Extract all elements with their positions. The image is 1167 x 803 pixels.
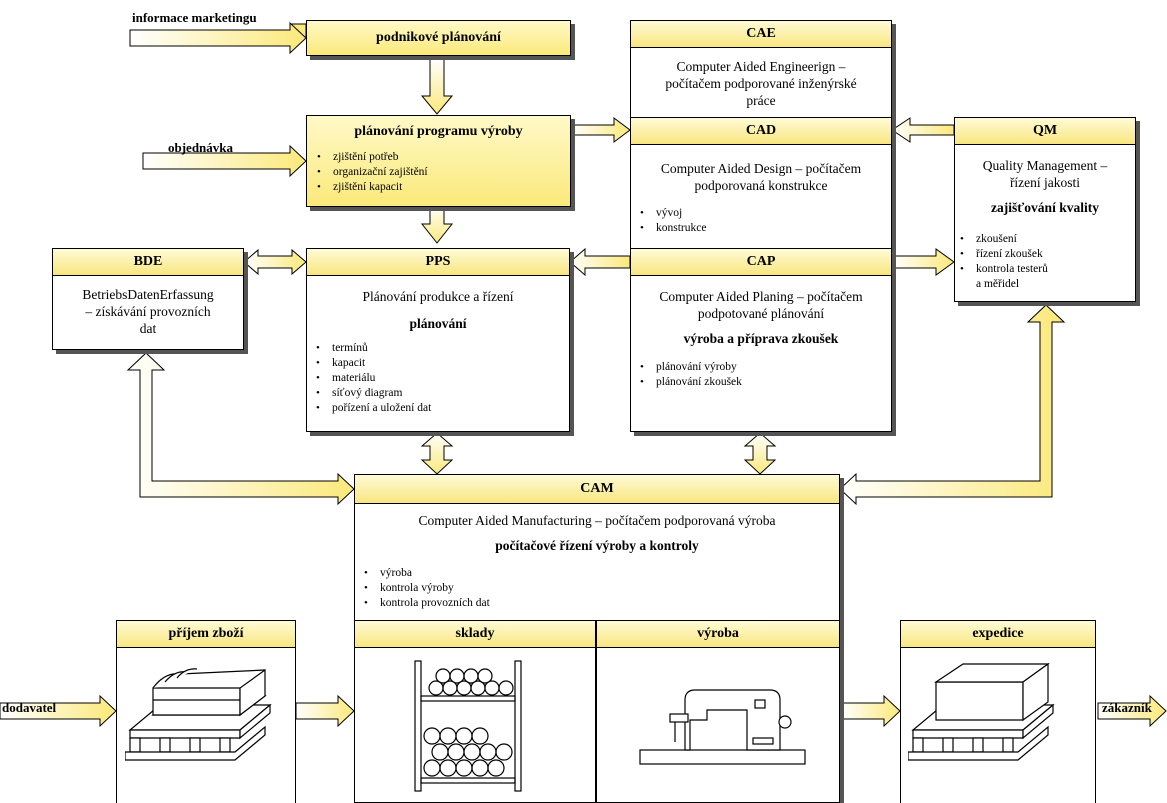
- arrow-supplier: [0, 694, 117, 728]
- pps-header: PPS: [306, 248, 570, 276]
- customer-output-label: zákazník: [1102, 700, 1152, 715]
- qm-header: QM: [954, 117, 1136, 145]
- list-item: kapacit: [316, 356, 431, 371]
- pps-desc-line: Plánování produkce a řízení: [362, 289, 514, 304]
- arrow-cap-pps: [569, 247, 631, 277]
- cae-header: CAE: [630, 20, 892, 48]
- arrow-vyroba-expedice: [839, 694, 901, 728]
- list-item: kontrola výroby: [364, 581, 490, 596]
- list-item: plánování výroby: [640, 360, 742, 375]
- arrow-order: [142, 144, 307, 178]
- list-item: a měřidel: [976, 278, 1020, 290]
- list-item: řízení zkoušek: [960, 247, 1048, 262]
- program-planning-list: zjištění potřeb organizační zajištění zj…: [317, 150, 570, 195]
- arrow-podnikove-ppv: [420, 57, 454, 115]
- cap-desc-line: podpotované plánování: [697, 306, 825, 321]
- cap-subtitle: výroba a příprava zkoušek: [683, 331, 839, 346]
- arrow-cap-qm: [891, 248, 955, 276]
- cap-description: Computer Aided Planing – počítačem podpo…: [630, 288, 892, 347]
- pps-list: termínů kapacit materiálu síťový diagram…: [316, 341, 431, 416]
- production-header: výroba: [596, 620, 840, 648]
- list-item: konstrukce: [640, 221, 706, 236]
- qm-desc-line: Quality Management –: [982, 158, 1108, 173]
- cam-header: CAM: [354, 474, 840, 504]
- cam-list: výroba kontrola výroby kontrola provozní…: [364, 566, 490, 611]
- arrow-bde-cam: [126, 352, 355, 506]
- warehouse-shelf-icon: [414, 660, 522, 792]
- pallet-with-box-icon: [908, 662, 1055, 761]
- cad-list: vývoj konstrukce: [640, 206, 706, 236]
- dispatch-header: expedice: [900, 620, 1096, 648]
- warehouse-header: sklady: [354, 620, 596, 648]
- list-item: kontrola provozních dat: [364, 596, 490, 611]
- bde-description: BetriebsDatenErfassung – získávání provo…: [52, 286, 244, 337]
- arrow-bde-pps: [243, 248, 307, 276]
- list-item: výroba: [364, 566, 490, 581]
- cad-desc-line: podporovaná konstrukce: [694, 178, 828, 193]
- arrow-pps-cam: [420, 432, 454, 475]
- bde-desc-line: BetriebsDatenErfassung: [82, 287, 214, 302]
- qm-description: Quality Management – řízení jakosti zaji…: [954, 157, 1136, 216]
- list-item: pořízení a uložení dat: [316, 401, 431, 416]
- cap-list: plánování výroby plánování zkoušek: [640, 360, 742, 390]
- qm-subtitle: zajišťování kvality: [991, 200, 1099, 215]
- cap-header: CAP: [630, 248, 892, 276]
- cap-desc-line: Computer Aided Planing – počítačem: [659, 289, 863, 304]
- list-item: zjištění kapacit: [317, 180, 570, 195]
- list-item: zjištění potřeb: [317, 150, 570, 165]
- cad-desc-line: Computer Aided Design – počítačem: [660, 161, 862, 176]
- list-item: materiálu: [316, 371, 431, 386]
- list-item: organizační zajištění: [317, 165, 570, 180]
- goods-receipt-header: příjem zboží: [116, 620, 296, 648]
- pps-subtitle: plánování: [409, 316, 467, 331]
- arrow-marketing-body: [129, 21, 307, 55]
- cae-desc-line: Computer Aided Engineerign –: [676, 59, 846, 74]
- arrow-ppv-pps: [420, 205, 454, 244]
- marketing-input-label: informace marketingu: [132, 10, 257, 25]
- bde-desc-line: – získávání provozních: [85, 304, 211, 319]
- cae-desc-line: práce: [746, 93, 776, 108]
- arrow-prijem-sklady: [295, 694, 355, 728]
- program-planning-title: plánování programu výroby: [354, 124, 523, 139]
- list-item: plánování zkoušek: [640, 375, 742, 390]
- list-item: kontrola testerů: [960, 262, 1048, 277]
- cam-subtitle: počítačové řízení výroby a kontroly: [495, 538, 699, 553]
- list-item: termínů: [316, 341, 431, 356]
- order-input-label: objednávka: [168, 140, 234, 155]
- cad-description: Computer Aided Design – počítačem podpor…: [630, 160, 892, 194]
- cam-description: Computer Aided Manufacturing – počítačem…: [354, 512, 840, 554]
- supplier-input-label: dodavatel: [2, 700, 57, 715]
- pallet-with-goods-icon: [125, 668, 272, 761]
- arrow-cap-cam: [743, 432, 777, 475]
- qm-desc-line: řízení jakosti: [1009, 175, 1081, 190]
- arrow-qm-cad: [891, 117, 955, 143]
- list-item: zkoušení: [960, 232, 1048, 247]
- arrow-customer: [1097, 694, 1167, 728]
- bde-header: BDE: [52, 248, 244, 276]
- cae-description: Computer Aided Engineerign – počítačem p…: [630, 58, 892, 109]
- enterprise-planning-title: podnikové plánování: [376, 30, 501, 45]
- qm-list: zkoušení řízení zkoušek kontrola testerů…: [960, 232, 1048, 292]
- cad-header: CAD: [630, 117, 892, 145]
- program-planning-box: plánování programu výroby zjištění potře…: [306, 115, 571, 207]
- arrow-qm-cam: [839, 304, 1066, 506]
- list-item: síťový diagram: [316, 386, 431, 401]
- enterprise-planning-box: podnikové plánování: [306, 20, 571, 56]
- sewing-machine-icon: [639, 689, 806, 765]
- cam-desc-line: Computer Aided Manufacturing – počítačem…: [418, 513, 776, 528]
- list-item: vývoj: [640, 206, 706, 221]
- bde-desc-line: dat: [139, 321, 157, 336]
- pps-description: Plánování produkce a řízení plánování: [306, 288, 570, 332]
- arrow-ppv-cad: [570, 117, 631, 143]
- cae-desc-line: počítačem podporované inženýrské: [665, 76, 857, 91]
